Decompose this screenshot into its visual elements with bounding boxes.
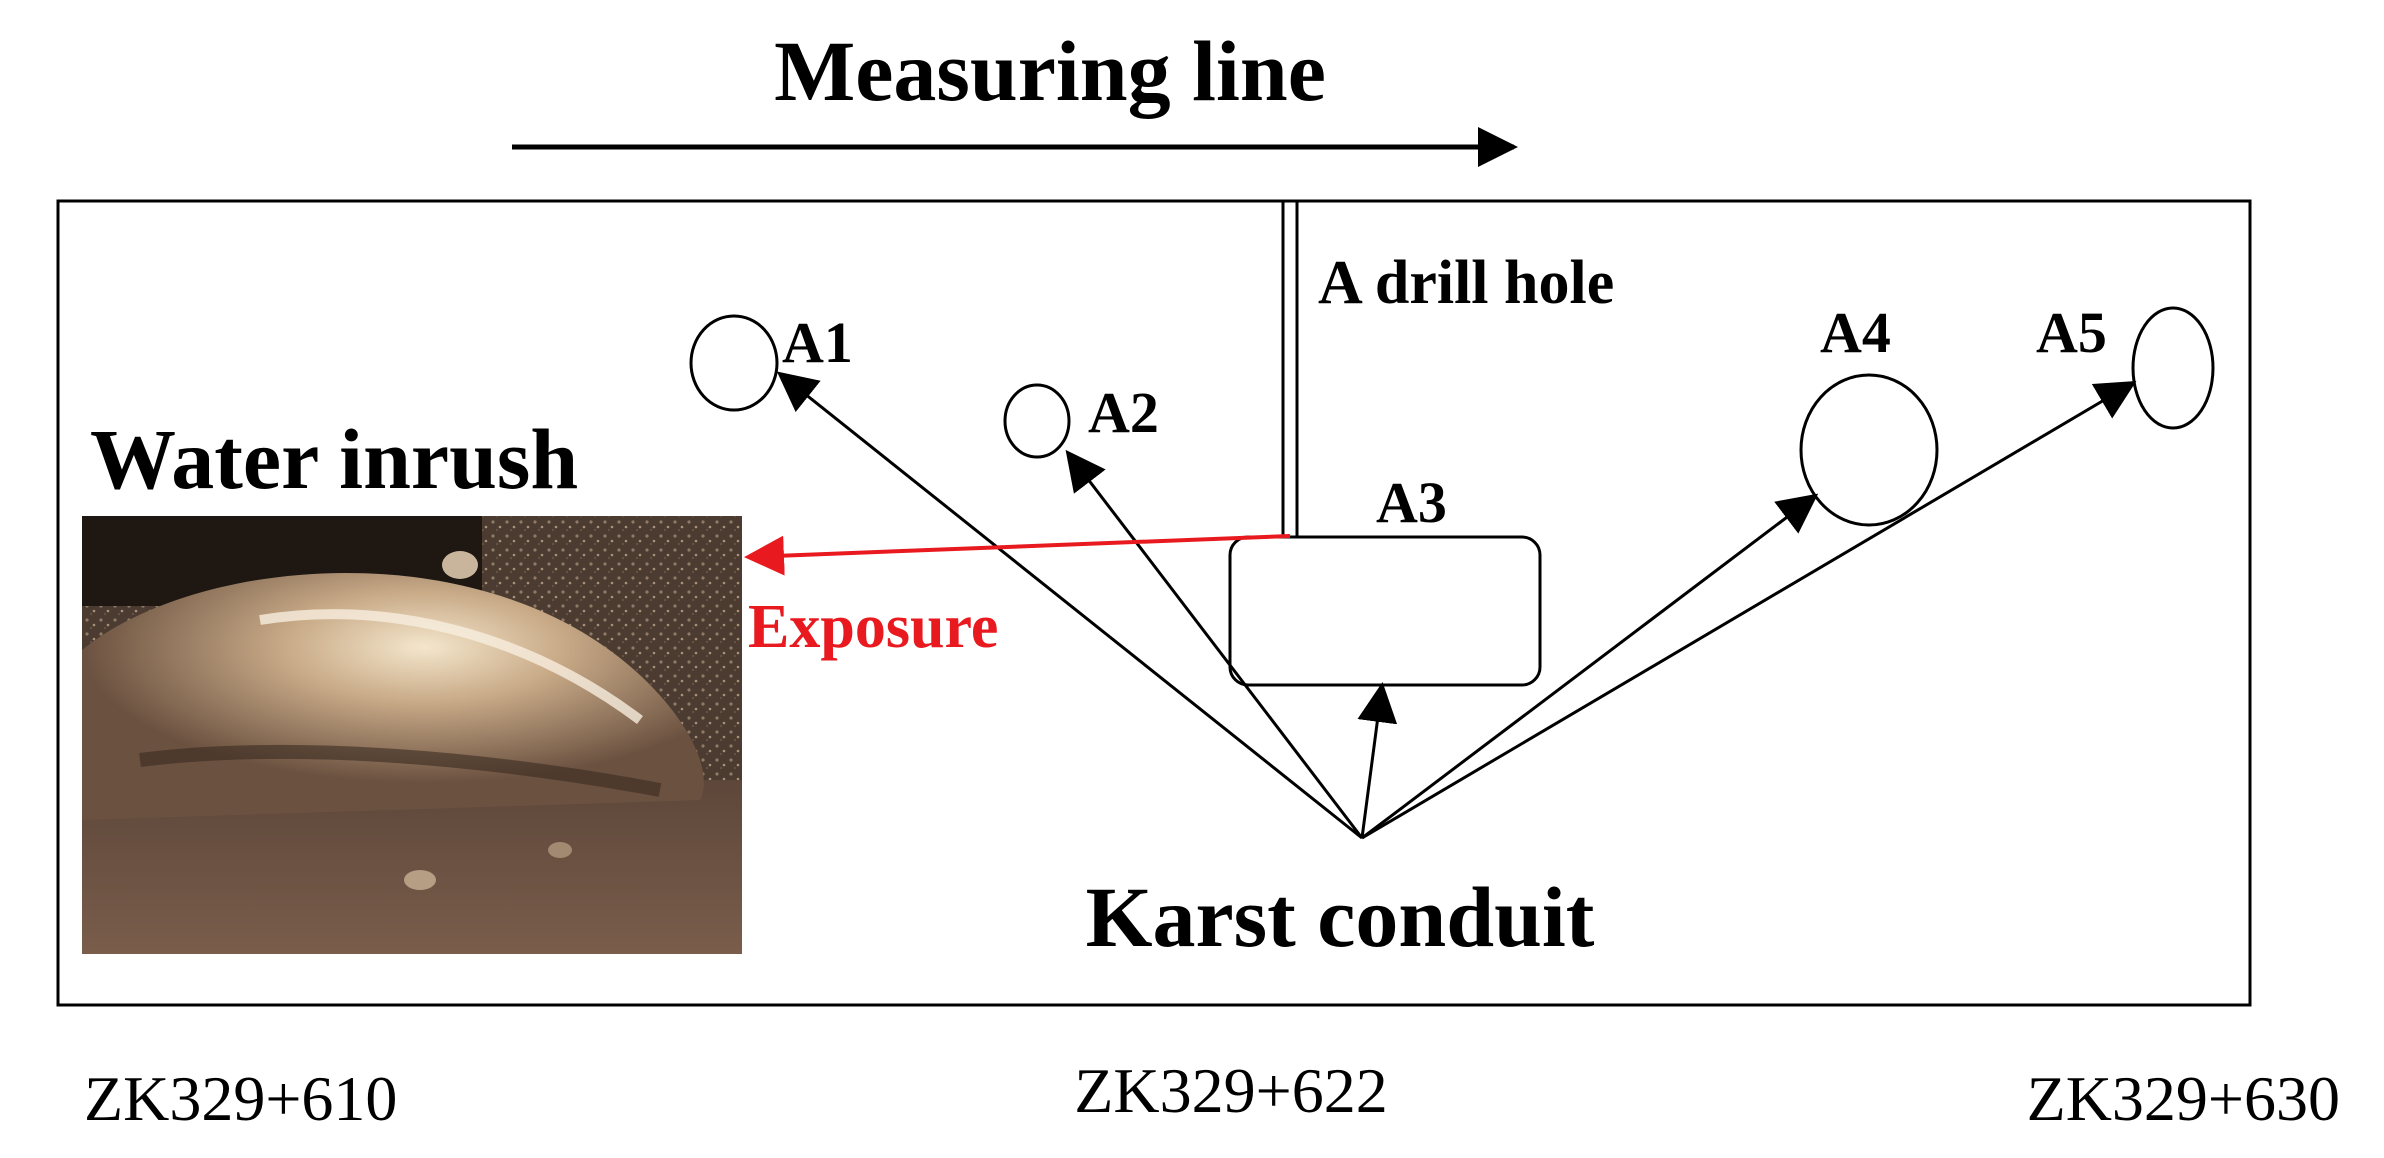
ray-to-a4 [1361,493,1819,840]
cavity-a2-label: A2 [1088,380,1159,445]
cavity-a4-label: A4 [1820,300,1891,365]
exposure-arrow [744,534,1291,576]
cavity-a1 [689,314,779,412]
ray-to-a1 [776,371,1363,840]
karst-conduit-label: Karst conduit [1086,869,1595,965]
water-inrush-photo [82,516,742,954]
measuring-line-title: Measuring line [774,23,1326,119]
cavity-a1-label: A1 [782,310,853,375]
station-label-610: ZK329+610 [84,1063,397,1134]
cavity-a5-label: A5 [2036,300,2107,365]
propagation-rays [776,371,2137,840]
cavity-a3 [1228,535,1542,687]
station-label-630: ZK329+630 [2027,1063,2340,1134]
station-label-622: ZK329+622 [1074,1055,1387,1126]
cavity-a3-label: A3 [1376,470,1447,535]
drill-hole-label: A drill hole [1318,249,1614,317]
diagram-frame [56,199,2252,1007]
water-inrush-label: Water inrush [90,411,578,507]
ray-to-a3 [1357,682,1398,839]
cavity-a5 [2131,306,2215,430]
ray-to-a5 [1361,380,2137,840]
ray-to-a2 [1065,449,1364,839]
exposure-label: Exposure [748,593,998,661]
cavity-a4 [1799,373,1939,527]
cavity-a2 [1003,383,1071,459]
